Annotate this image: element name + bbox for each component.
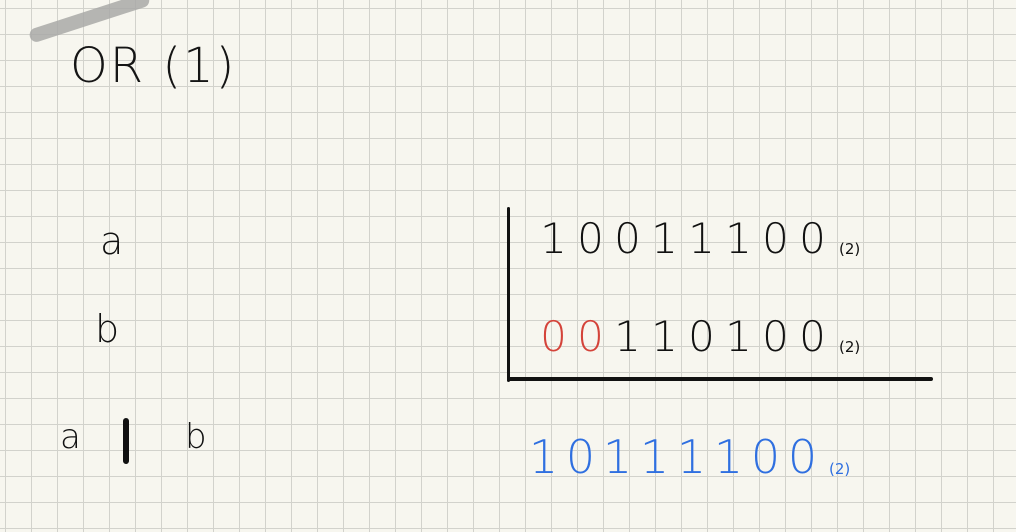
bit-digit: 0	[688, 312, 715, 361]
variable-a: a	[100, 219, 124, 263]
bit-digit-highlighted: 0	[577, 312, 604, 361]
bit-digit: 0	[614, 214, 641, 263]
bit-digit: 1	[651, 312, 678, 361]
result-bit-digit: 0	[565, 430, 596, 484]
binary-row-2: 0 0 1 1 0 1 0 0 (2)	[535, 316, 860, 358]
bit-digit: 1	[614, 312, 641, 361]
base-subscript: (2)	[839, 338, 861, 356]
bit-digit: 0	[799, 214, 826, 263]
bit-digit: 1	[725, 312, 752, 361]
result-bit-digit: 1	[713, 430, 744, 484]
bit-digit: 1	[725, 214, 752, 263]
page-title: OR (1)	[70, 38, 237, 94]
calculation-vertical-line	[507, 207, 510, 382]
bit-digit: 0	[577, 214, 604, 263]
result-bit-digit: 1	[676, 430, 707, 484]
result-bit-digit: 0	[787, 430, 818, 484]
bit-digit: 1	[688, 214, 715, 263]
result-bit-digit: 1	[602, 430, 633, 484]
bit-digit: 0	[762, 312, 789, 361]
base-subscript: (2)	[839, 240, 861, 258]
bit-digit-highlighted: 0	[540, 312, 567, 361]
bit-digit: 0	[762, 214, 789, 263]
result-bit-digit: 1	[528, 430, 559, 484]
or-operator-bar	[123, 418, 129, 464]
calculation-underline	[507, 377, 933, 381]
bit-digit: 0	[799, 312, 826, 361]
expression-right-operand: b	[185, 417, 207, 457]
binary-result-row: 1 0 1 1 1 1 0 0 (2)	[525, 434, 850, 480]
bit-digit: 1	[651, 214, 678, 263]
result-bit-digit: 1	[639, 430, 670, 484]
base-subscript: (2)	[829, 460, 851, 478]
variable-b: b	[95, 307, 120, 351]
result-bit-digit: 0	[750, 430, 781, 484]
expression-left-operand: a	[60, 417, 81, 457]
binary-row-1: 1 0 0 1 1 1 0 0 (2)	[535, 218, 860, 260]
bit-digit: 1	[540, 214, 567, 263]
